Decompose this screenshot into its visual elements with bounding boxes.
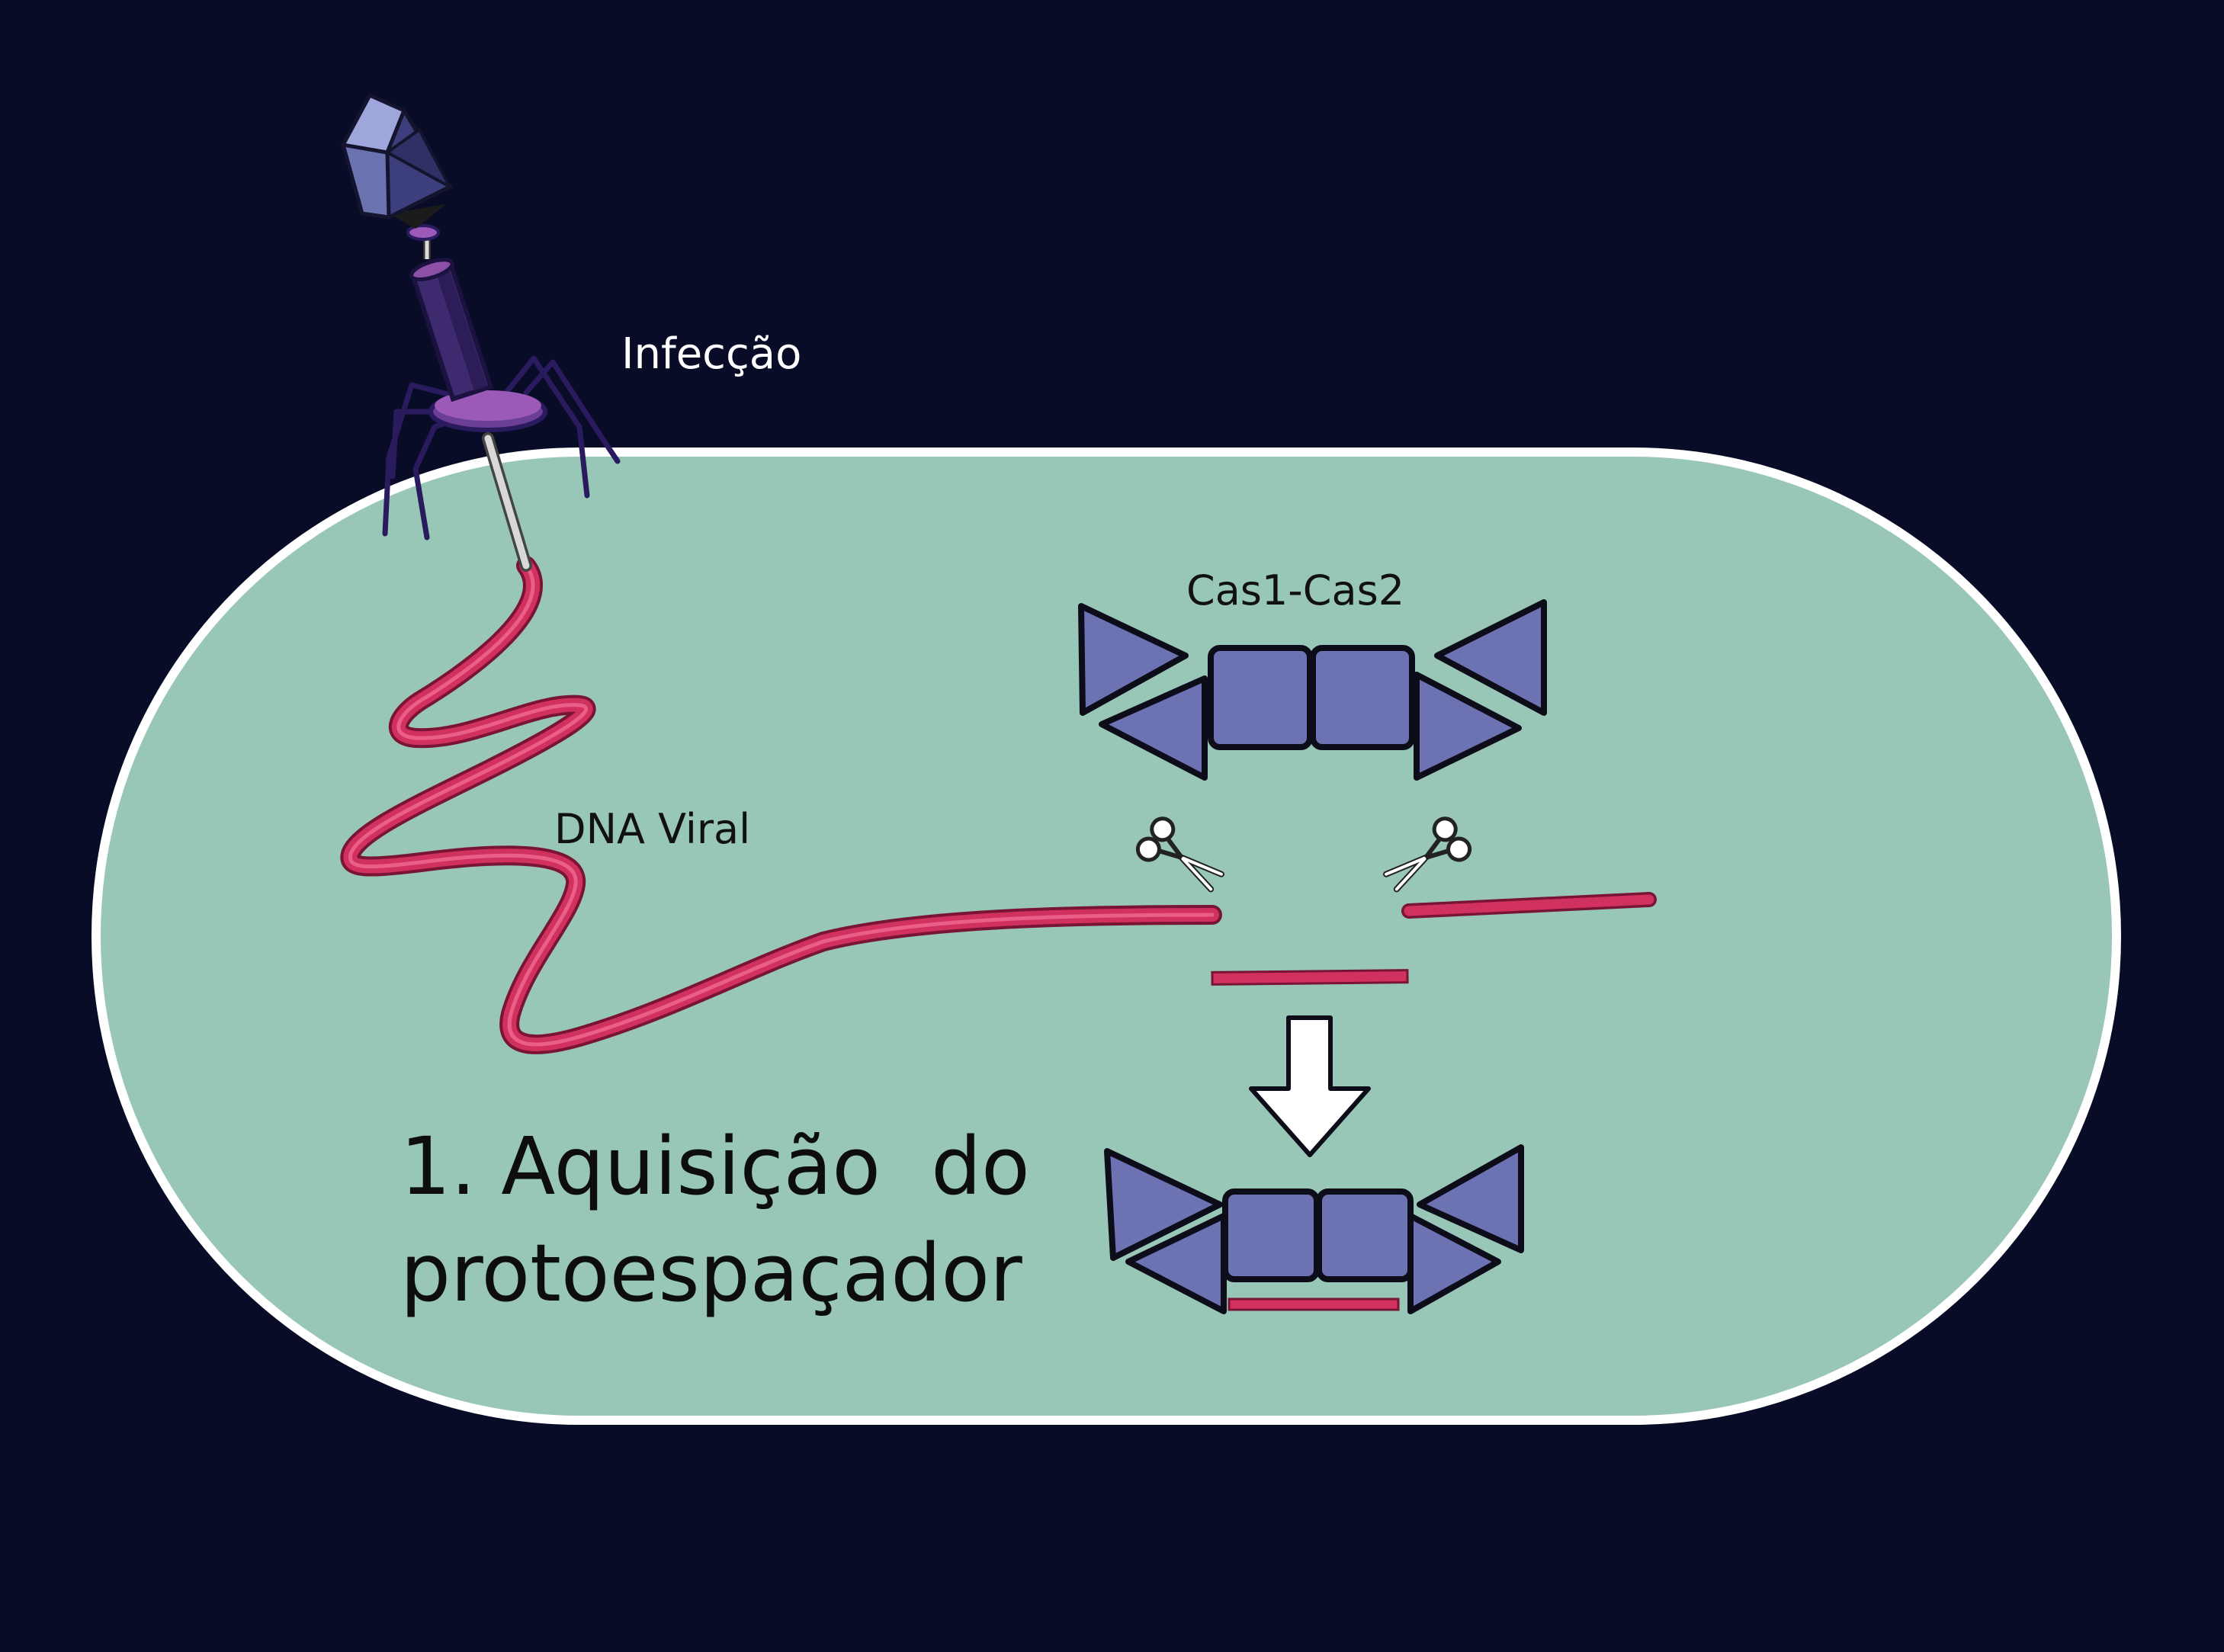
viral-dna-strand [340, 556, 1222, 1054]
scissors-icon [1383, 816, 1472, 893]
integrated-protospacer [1228, 1298, 1400, 1311]
step-title-line2: protoespaçador [400, 1227, 1022, 1320]
cas2-subunit [1208, 645, 1313, 750]
cas1-subunit [1414, 672, 1522, 781]
bacterial-cell [91, 447, 2121, 1425]
cas1-cas2-complex-loaded [1104, 1144, 1524, 1314]
cas2-subunit [1310, 645, 1415, 750]
cas1-subunit [1099, 675, 1208, 781]
cas1-subunit [1407, 1213, 1501, 1314]
dna-fragment-right [1401, 892, 1657, 919]
cas1-subunit [1078, 603, 1189, 716]
infection-label: Infecção [621, 329, 801, 379]
step-title-line1: 1. Aquisição do [400, 1120, 1030, 1213]
cas1-subunit [1417, 1144, 1524, 1253]
cas2-subunit [1316, 1188, 1414, 1282]
cas1-subunit [1104, 1148, 1223, 1261]
cas1-subunit [1434, 599, 1547, 716]
bacteriophage-icon [340, 92, 621, 572]
cas2-subunit [1222, 1188, 1320, 1282]
cas1-cas2-complex [1078, 599, 1547, 781]
scissors-icon [1135, 816, 1224, 893]
down-arrow-icon [1249, 1015, 1371, 1157]
viral-dna-label: DNA Viral [554, 805, 750, 853]
cas1-cas2-label: Cas1-Cas2 [1186, 566, 1404, 614]
protospacer-fragment [1211, 969, 1409, 986]
